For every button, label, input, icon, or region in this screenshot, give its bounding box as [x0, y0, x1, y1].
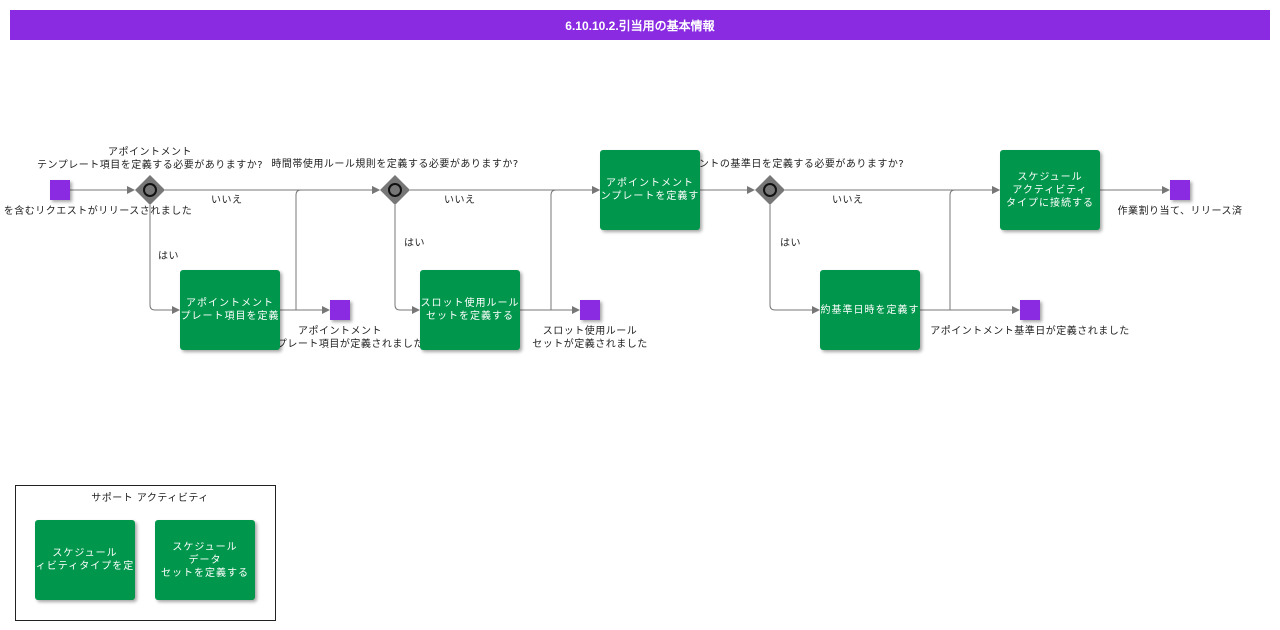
task-define-base-date[interactable]: 約基準日時を定義す: [820, 270, 920, 350]
task-define-template-items[interactable]: アポイントメント プレート項目を定義: [180, 270, 280, 350]
gateway-3-label: アポイントメントの基準日を定義する必要がありますか?: [635, 159, 905, 170]
flow-label-yes-2: はい: [404, 238, 425, 249]
flow-label-no-3: いいえ: [832, 195, 864, 206]
flow-label-yes-1: はい: [158, 251, 179, 262]
slot-defined-event-label: スロット使用ルール セットが定義されました: [532, 326, 648, 350]
gateway-2-label: 時間帯使用ルール規則を定義する必要がありますか?: [271, 159, 519, 170]
flow-label-no-2: いいえ: [444, 195, 476, 206]
support-task-data-set[interactable]: スケジュール データ セットを定義する: [155, 520, 255, 600]
diagram-title: 6.10.10.2.引当用の基本情報: [10, 10, 1270, 40]
flow-g3-yes: [769, 205, 820, 314]
flow-label-yes-3: はい: [780, 238, 801, 249]
template-defined-event-label: アポイントメント テンプレート項目が定義されました: [256, 326, 424, 350]
task-connect-activity-type[interactable]: スケジュール アクティビティ タイプに接続する: [1000, 150, 1100, 230]
flow-task4-merge: [949, 186, 1000, 310]
task-define-slot-rules[interactable]: スロット使用ルール セットを定義する: [420, 270, 520, 350]
support-activities-title: サポート アクティビティ: [91, 493, 209, 504]
end-event-label: 作業割り当て、リリース済: [1117, 206, 1243, 217]
flow-task2-merge: [550, 186, 600, 310]
flow-g2-yes: [394, 205, 420, 314]
start-event[interactable]: [50, 180, 70, 200]
task-define-template[interactable]: アポイントメント ンプレートを定義す: [600, 150, 700, 230]
flow-task1-merge: [295, 186, 380, 310]
gateway-1-label: アポイントメント テンプレート項目を定義する必要がありますか?: [36, 147, 264, 171]
base-date-defined-event-label: アポイントメント基準日が定義されました: [930, 326, 1130, 337]
slot-defined-event[interactable]: [580, 300, 600, 320]
start-event-label: を含むリクエストがリリースされました: [3, 206, 193, 217]
template-defined-event[interactable]: [330, 300, 350, 320]
flow-label-no-1: いいえ: [211, 195, 243, 206]
base-date-defined-event[interactable]: [1020, 300, 1040, 320]
gateway-3-icon[interactable]: [755, 175, 785, 205]
flow-g1-yes: [149, 205, 180, 314]
end-event[interactable]: [1170, 180, 1190, 200]
gateway-2-icon[interactable]: [380, 175, 410, 205]
gateway-1-icon[interactable]: [135, 175, 165, 205]
support-task-activity-type[interactable]: スケジュール ィビティタイプを定: [35, 520, 135, 600]
